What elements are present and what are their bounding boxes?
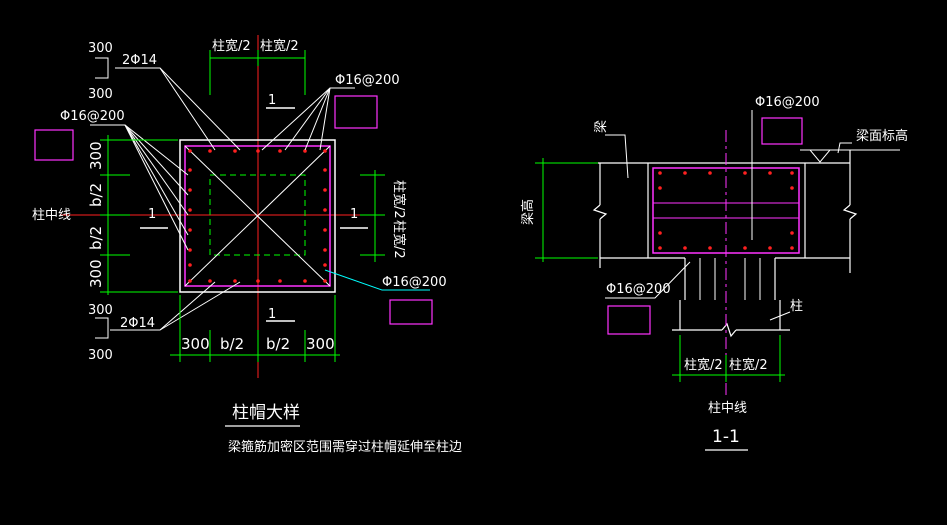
plan-note: 梁箍筋加密区范围需穿过柱帽延伸至柱边 xyxy=(228,439,462,455)
offset-note-b: 300 xyxy=(88,87,113,102)
plan-left-dim-3: b/2 xyxy=(87,226,105,250)
offset-note-c: 300 xyxy=(88,303,113,318)
section-beam-label: 梁 xyxy=(594,120,609,133)
plan-view: 柱宽/2 柱宽/2 300 b/2 b/2 300 300 b/2 b/2 30… xyxy=(32,35,462,455)
section-stirrup-bottom: Φ16@200 xyxy=(606,282,671,297)
plan-bottom-dim-1: 300 xyxy=(181,335,210,353)
cap-diagonal-2 xyxy=(184,145,331,287)
plan-center-label: 柱中线 xyxy=(32,208,71,223)
offset-note-a: 300 xyxy=(88,41,113,56)
callout-box-top-right xyxy=(334,95,378,129)
stirrup-note-top-right: Φ16@200 xyxy=(335,73,400,88)
plan-right-dim-2: 柱宽/2 xyxy=(391,220,407,259)
section-mark-bottom: 1 xyxy=(268,307,276,322)
rebar-note-bottom-left: 2Φ14 xyxy=(120,316,155,331)
plan-top-dim-left: 柱宽/2 xyxy=(212,38,251,54)
stirrup-note-left: Φ16@200 xyxy=(60,109,125,124)
plan-right-dim-1: 柱宽/2 xyxy=(391,180,407,219)
section-callout-top xyxy=(761,117,803,145)
rebar-note-top-left: 2Φ14 xyxy=(122,53,157,68)
section-height-dim xyxy=(535,158,598,262)
plan-left-dim-2: b/2 xyxy=(87,183,105,207)
cap-stirrup xyxy=(184,145,331,287)
section-mark-top: 1 xyxy=(268,93,276,108)
plan-left-dim-4: 300 xyxy=(87,259,105,288)
plan-title: 柱帽大样 xyxy=(232,403,300,423)
section-title: 1-1 xyxy=(712,427,740,447)
column-cap-outline xyxy=(179,139,336,293)
section-height-label: 梁高 xyxy=(520,199,536,225)
section-callout-bottom xyxy=(607,305,651,335)
section-view: 梁高 柱宽/2 柱宽/2 梁 梁面标高 Φ16@200 Φ16@200 柱 柱中… xyxy=(520,95,908,451)
callout-box-bottom-right xyxy=(389,299,433,325)
plan-top-dim-right: 柱宽/2 xyxy=(260,38,299,54)
rebar-dots xyxy=(188,149,327,283)
section-column-label: 柱 xyxy=(790,299,803,314)
plan-bottom-dim-4: 300 xyxy=(306,335,335,353)
stirrup-leader-right xyxy=(324,269,430,291)
section-mark-right: 1 xyxy=(350,207,358,222)
section-leaders xyxy=(605,110,852,321)
plan-bottom-dim-3: b/2 xyxy=(266,335,290,353)
callout-box-left xyxy=(34,129,74,161)
section-bottom-dim xyxy=(672,335,785,382)
column-dashed-outline xyxy=(209,174,306,256)
stirrup-note-right: Φ16@200 xyxy=(382,275,447,290)
section-marks xyxy=(140,107,368,322)
section-dim-right: 柱宽/2 xyxy=(729,357,768,373)
plan-left-dimension xyxy=(100,135,178,295)
section-mark-left: 1 xyxy=(148,207,156,222)
plan-left-dim-1: 300 xyxy=(87,141,105,170)
section-center-label: 柱中线 xyxy=(708,401,747,416)
plan-top-dimension xyxy=(209,50,306,95)
rebar-leaders xyxy=(90,67,355,331)
plan-bottom-dim-2: b/2 xyxy=(220,335,244,353)
plan-bottom-dimension xyxy=(170,295,340,362)
section-rebar-dots xyxy=(658,171,794,250)
section-dim-left: 柱宽/2 xyxy=(684,357,723,373)
offset-note-d: 300 xyxy=(88,348,113,363)
offset-note-brackets xyxy=(95,57,109,339)
plan-right-dimension xyxy=(360,170,385,262)
section-beam-top-label: 梁面标高 xyxy=(856,128,908,144)
column-bars xyxy=(699,258,761,300)
section-stirrup-top: Φ16@200 xyxy=(755,95,820,110)
beam-outline xyxy=(592,150,858,338)
